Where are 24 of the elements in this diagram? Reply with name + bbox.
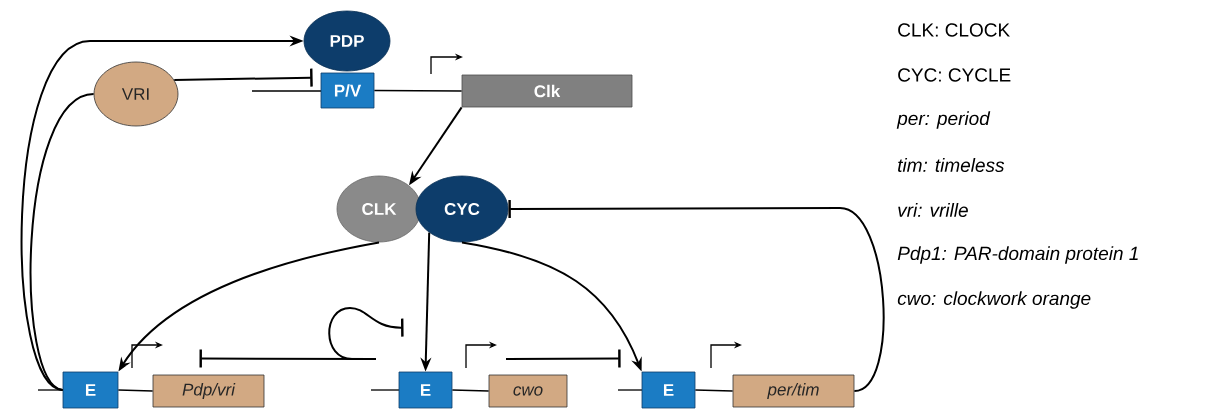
note-text: vri: vrille (898, 203, 968, 217)
promoter-box: E (62, 371, 119, 409)
inhibition-line (328, 307, 404, 360)
note-text: per: period (896, 111, 991, 129)
inhibition-line (173, 68, 313, 87)
dna-line (694, 389, 734, 392)
dna-line (373, 89, 463, 92)
promoter-box: E (398, 371, 453, 409)
inhibition-line (508, 200, 885, 392)
gene-box: Pdp/vri (152, 374, 265, 408)
note-text: CYC: CYCLE (898, 68, 1011, 82)
connector-line (29, 93, 95, 391)
dna-line (117, 389, 154, 392)
inhibition-line (505, 349, 621, 368)
note-text: Pdp1: PAR-domain protein 1 (897, 246, 1138, 264)
note-text: tim: timeless (898, 158, 1005, 172)
promoter-box: P/V (320, 72, 375, 109)
note-text: cwo: clockwork orange (897, 291, 1091, 309)
dna-line (451, 389, 490, 392)
gene-box: Clk (461, 74, 633, 108)
note-text: CLK: CLOCK (898, 23, 1010, 37)
gene-box: per/tim (732, 374, 855, 408)
promoter-box: E (641, 371, 696, 409)
gene-box: cwo (488, 374, 568, 408)
